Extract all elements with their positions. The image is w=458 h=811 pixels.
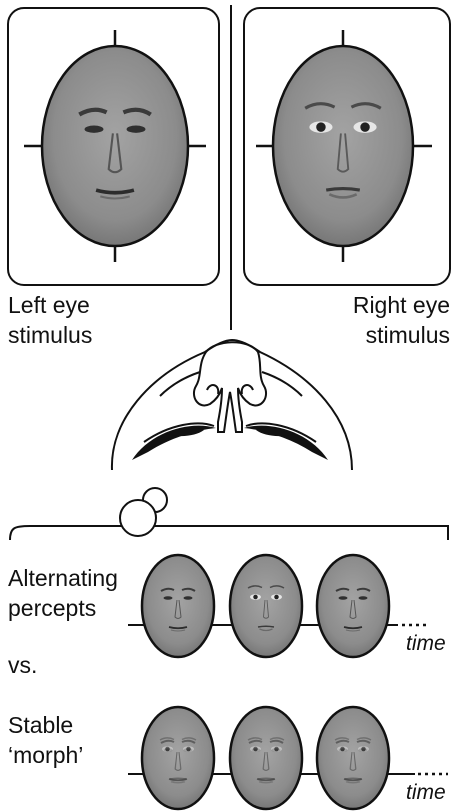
male-face-stimulus — [42, 46, 188, 246]
time-label-stable: time — [406, 781, 446, 805]
stable-line1: Stable — [8, 710, 83, 740]
morph-face-1 — [142, 707, 214, 809]
female-face-stimulus — [273, 46, 413, 246]
morph-face-2 — [230, 707, 302, 809]
right-label-line1: Right eye — [353, 290, 450, 320]
alternating-face-2 — [230, 555, 302, 657]
right-label-line2: stimulus — [353, 320, 450, 350]
left-label-line1: Left eye — [8, 290, 92, 320]
right-eye-stimulus-label: Right eye stimulus — [353, 290, 450, 350]
left-eye-stimulus-label: Left eye stimulus — [8, 290, 92, 350]
right-eye — [244, 423, 328, 460]
thought-bubble — [10, 488, 448, 540]
time-label-alternating: time — [406, 632, 446, 656]
stable-morph-label: Stable ‘morph’ — [8, 710, 83, 770]
morph-face-3 — [317, 707, 389, 809]
left-stimulus-frame — [8, 8, 219, 285]
left-label-line2: stimulus — [8, 320, 92, 350]
alternating-line2: percepts — [8, 593, 118, 623]
alternating-face-3 — [317, 555, 389, 657]
left-eye — [132, 423, 216, 460]
alternating-line1: Alternating — [8, 563, 118, 593]
stable-line2: ‘morph’ — [8, 740, 83, 770]
alternating-percepts-label: Alternating percepts — [8, 563, 118, 623]
alternating-face-1 — [142, 555, 214, 657]
right-stimulus-frame — [244, 8, 450, 285]
vs-label: vs. — [8, 650, 37, 680]
